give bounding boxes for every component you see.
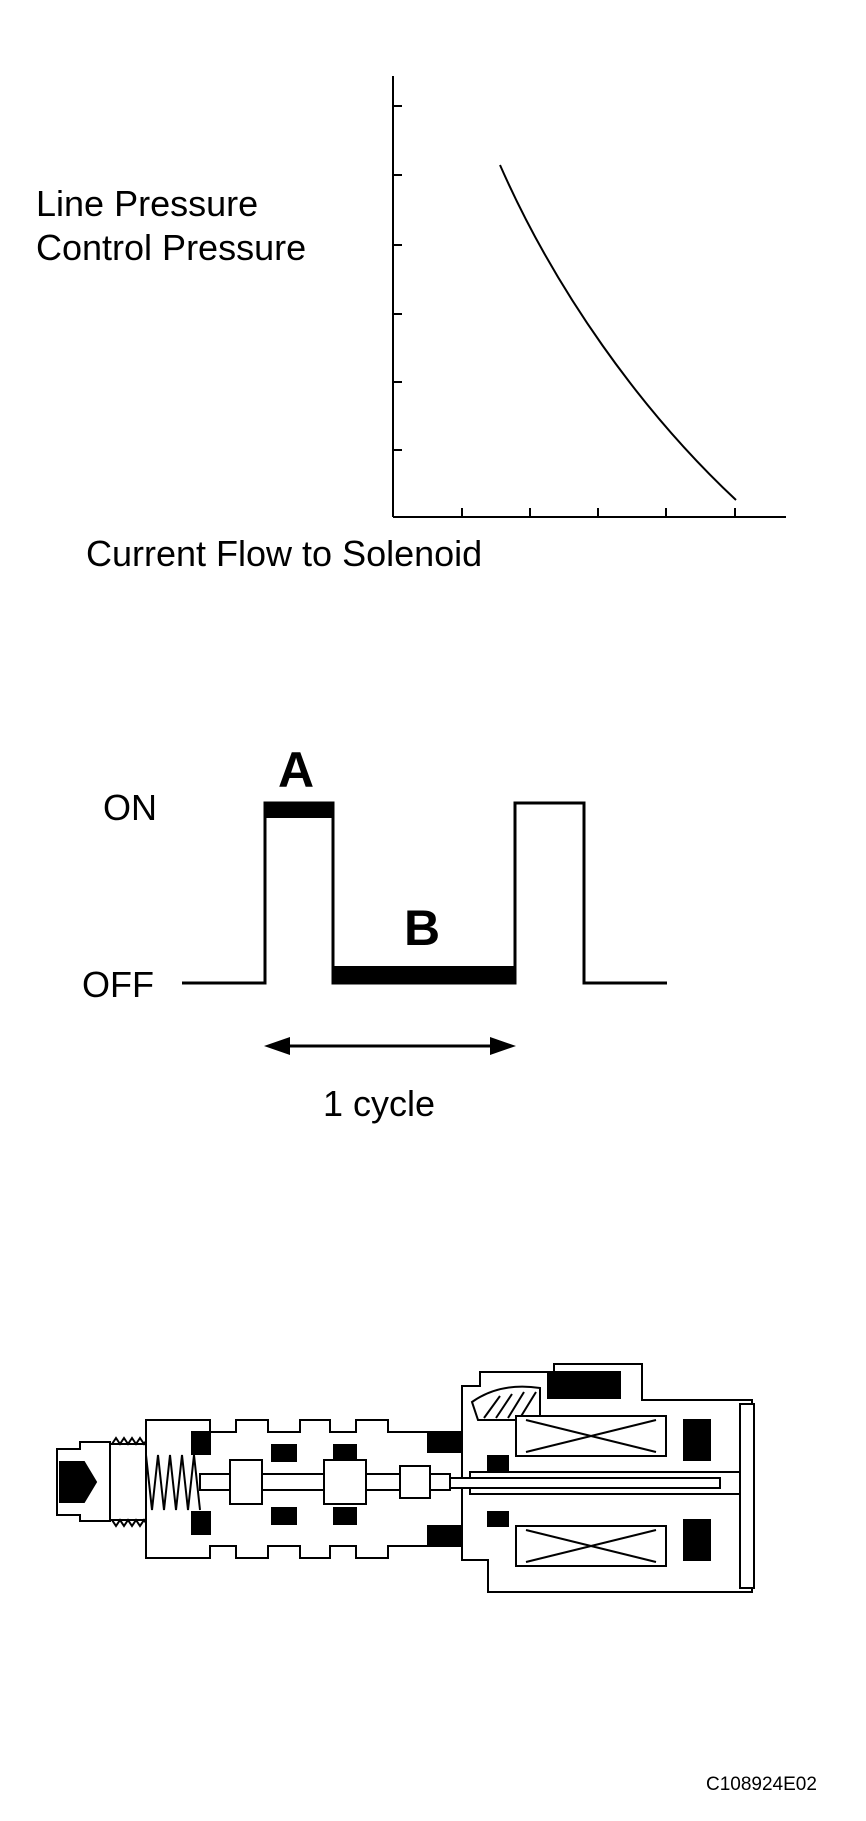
on-label: ON	[103, 787, 157, 828]
b-label: B	[404, 900, 441, 956]
off-period-b-bar	[333, 966, 515, 983]
duty-cycle-waveform	[182, 801, 667, 1055]
spring	[145, 1454, 201, 1511]
x-ticks	[461, 508, 736, 517]
seal-6	[333, 1507, 357, 1525]
waveform-line	[182, 801, 667, 985]
y-axis-label-control-pressure: Control Pressure	[36, 227, 307, 268]
cycle-label: 1 cycle	[323, 1083, 436, 1124]
core-black-3	[487, 1455, 509, 1471]
coil-top-x	[525, 1419, 657, 1453]
spool-land-3	[399, 1465, 431, 1499]
cycle-arrow-right-head	[490, 1037, 516, 1055]
x-axis-label: Current Flow to Solenoid	[86, 533, 483, 574]
figure-code: C108924E02	[706, 1774, 817, 1795]
pressure-curve	[499, 164, 737, 501]
seal-3	[271, 1444, 297, 1462]
seal-2	[191, 1511, 211, 1535]
seal-1	[191, 1431, 211, 1455]
off-label: OFF	[82, 964, 154, 1005]
end-cap	[739, 1403, 755, 1589]
core-black-2	[683, 1519, 711, 1561]
solenoid-valve-illustration	[56, 1363, 755, 1593]
seal-5	[333, 1444, 357, 1462]
core-black-4	[487, 1511, 509, 1527]
thread-body	[109, 1443, 147, 1521]
seal-8	[427, 1525, 463, 1547]
spool-land-2	[323, 1459, 367, 1505]
seal-7	[427, 1431, 463, 1453]
spool-land-1	[229, 1459, 263, 1505]
connector-black	[547, 1371, 621, 1399]
connector-hatch-lines	[483, 1391, 537, 1419]
coil-bottom-x	[525, 1529, 657, 1563]
y-ticks	[393, 105, 402, 451]
seal-4	[271, 1507, 297, 1525]
pressure-graph	[392, 76, 786, 518]
plunger-shaft	[449, 1477, 721, 1489]
a-label: A	[278, 742, 315, 798]
cycle-arrow-left-head	[264, 1037, 290, 1055]
on-period-a-bar	[265, 803, 333, 818]
core-black-1	[683, 1419, 711, 1461]
end-fitting-black	[59, 1461, 98, 1503]
y-axis-label-line-pressure: Line Pressure	[36, 183, 259, 224]
